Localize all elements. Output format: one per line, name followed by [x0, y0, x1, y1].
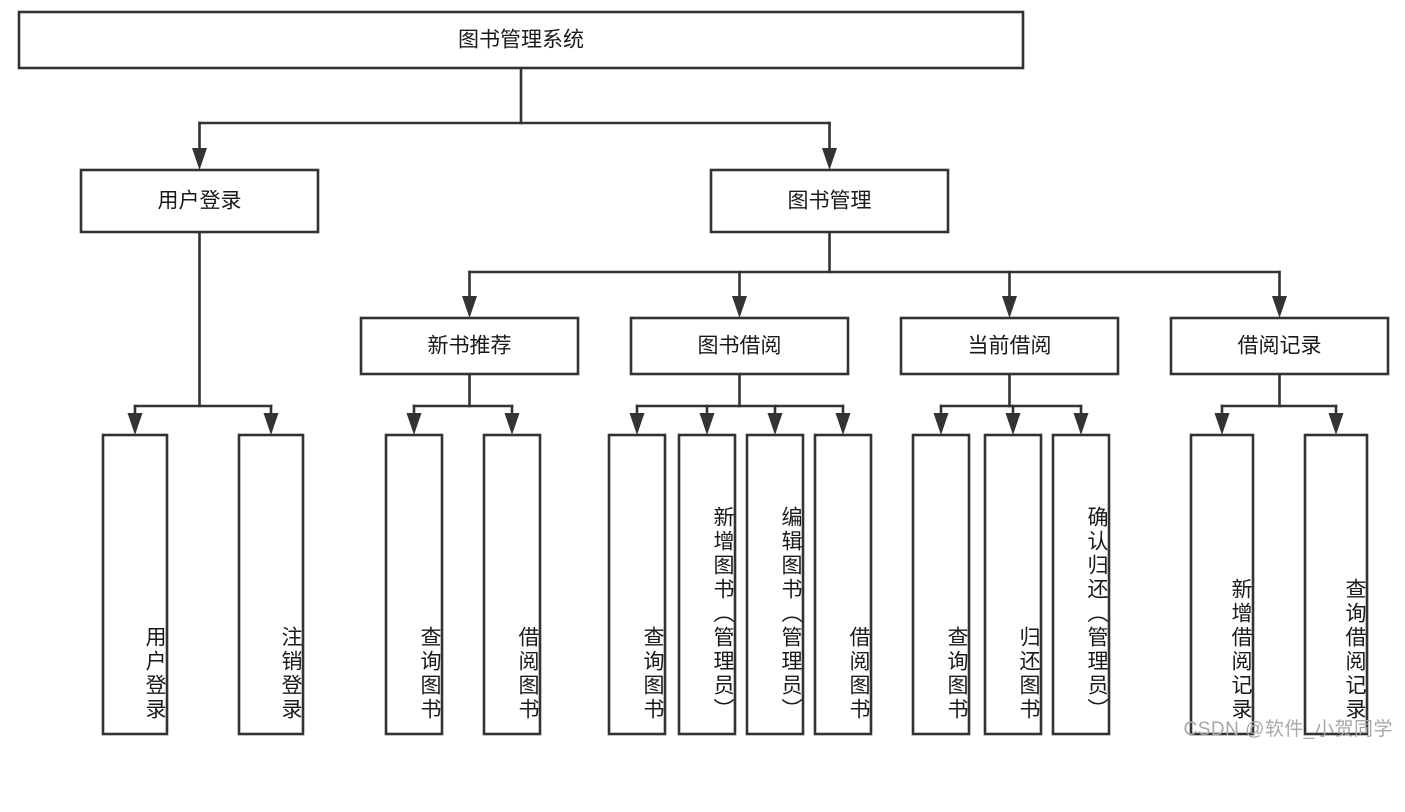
arrow-head-icon	[462, 296, 477, 318]
arrow-head-icon	[1272, 296, 1287, 318]
node-box-leaf-borrow-book-new[interactable]	[482, 433, 542, 736]
node-boxes	[17, 10, 1390, 736]
arrow-head-icon	[1073, 413, 1089, 435]
node-box-new-book-recommend[interactable]	[359, 316, 580, 376]
arrow-head-icon	[406, 413, 422, 435]
connector-lines	[127, 66, 1344, 435]
node-box-root[interactable]	[17, 10, 1025, 70]
node-box-leaf-add-book[interactable]	[677, 433, 737, 736]
node-label-borrow-record: 借阅记录	[1238, 335, 1322, 358]
watermark-text: CSDN @软件_小贺同学	[1183, 719, 1393, 740]
node-box-borrow-record[interactable]	[1169, 316, 1390, 376]
arrow-head-icon	[1005, 413, 1021, 435]
node-box-leaf-confirm-return[interactable]	[1051, 433, 1111, 736]
node-box-leaf-return-book[interactable]	[983, 433, 1043, 736]
arrow-head-icon	[1214, 413, 1230, 435]
arrow-head-icon	[127, 413, 143, 435]
node-box-leaf-query-book-new[interactable]	[384, 433, 444, 736]
node-box-leaf-edit-book[interactable]	[745, 433, 805, 736]
arrow-head-icon	[192, 148, 207, 170]
arrow-head-icon	[835, 413, 851, 435]
node-box-leaf-borrow-book-bb[interactable]	[813, 433, 873, 736]
node-box-leaf-logout[interactable]	[237, 433, 305, 736]
node-box-book-management[interactable]	[709, 168, 950, 234]
arrow-head-icon	[822, 148, 837, 170]
node-label-root: 图书管理系统	[458, 29, 584, 52]
arrow-head-icon	[504, 413, 520, 435]
arrow-head-icon	[263, 413, 279, 435]
node-label-book-borrow: 图书借阅	[698, 335, 782, 358]
arrow-head-icon	[767, 413, 783, 435]
node-label-book-management: 图书管理	[788, 190, 872, 213]
flowchart-diagram: 图书管理系统用户登录图书管理新书推荐图书借阅当前借阅借阅记录 用户登录注销登录查…	[17, 10, 1393, 740]
node-box-leaf-query-record[interactable]	[1303, 433, 1369, 736]
arrow-head-icon	[1002, 296, 1017, 318]
node-box-leaf-query-book-bb[interactable]	[607, 433, 667, 736]
node-label-current-borrow: 当前借阅	[968, 335, 1052, 358]
node-box-leaf-add-record[interactable]	[1189, 433, 1255, 736]
node-box-user-login[interactable]	[79, 168, 320, 234]
node-label-new-book-recommend: 新书推荐	[428, 335, 512, 358]
node-box-leaf-user-login[interactable]	[101, 433, 169, 736]
arrow-head-icon	[933, 413, 949, 435]
node-label-user-login: 用户登录	[158, 190, 242, 213]
node-box-book-borrow[interactable]	[629, 316, 850, 376]
node-box-leaf-query-book-cb[interactable]	[911, 433, 971, 736]
arrow-head-icon	[732, 296, 747, 318]
arrow-head-icon	[629, 413, 645, 435]
arrow-head-icon	[699, 413, 715, 435]
arrow-head-icon	[1328, 413, 1344, 435]
node-box-current-borrow[interactable]	[899, 316, 1120, 376]
